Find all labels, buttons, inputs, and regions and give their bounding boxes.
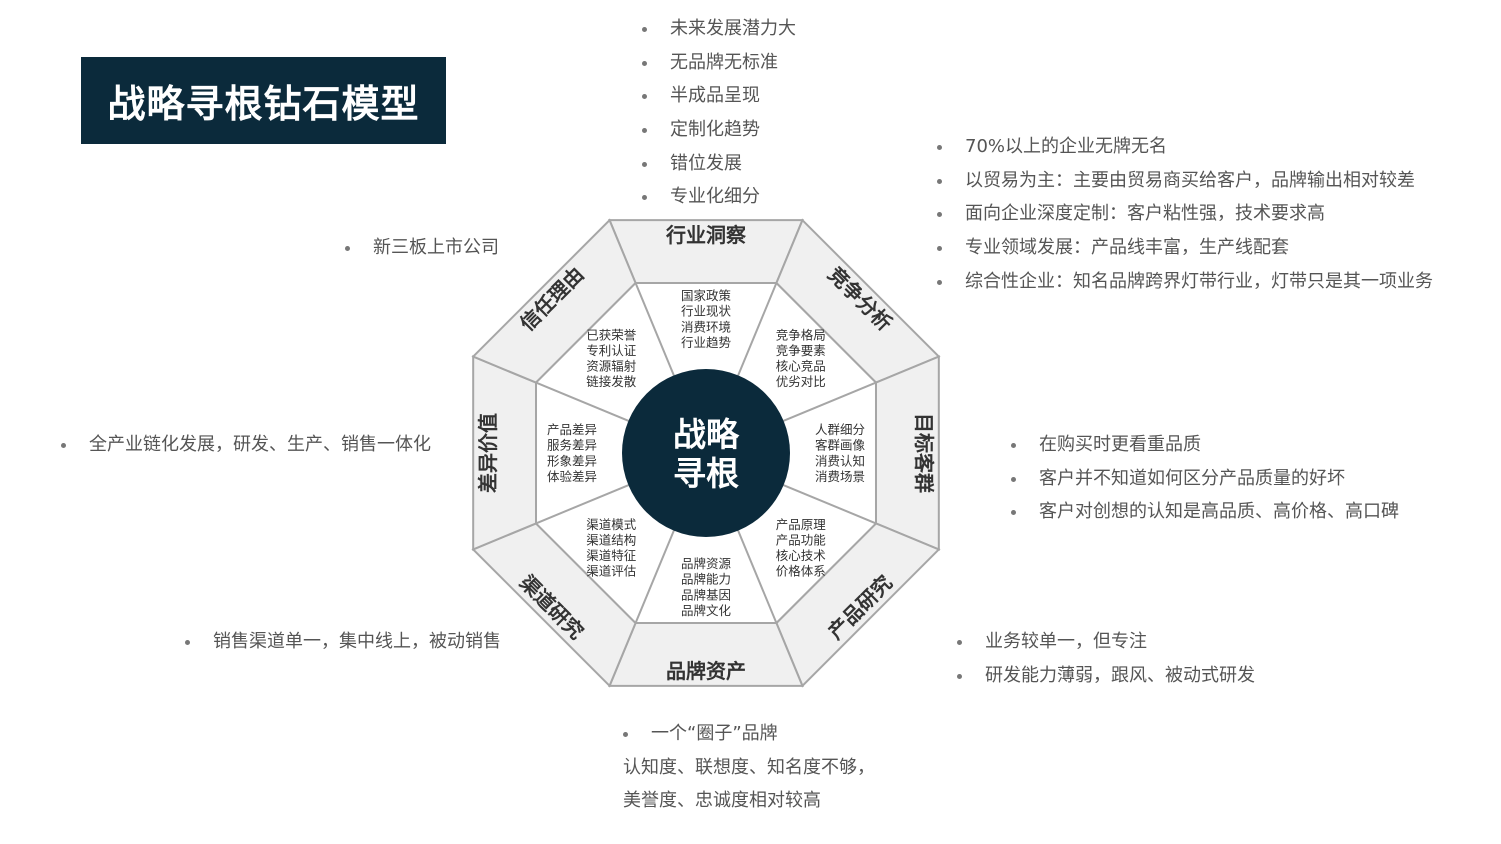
note-item: 在购买时更看重品质 bbox=[1011, 428, 1399, 462]
note-item: 定制化趋势 bbox=[642, 113, 796, 147]
spoke-line bbox=[634, 530, 675, 624]
product-notes: 业务较单一，但专注 研发能力薄弱，跟风、被动式研发 bbox=[957, 625, 1255, 692]
segment-item: 国家政策 bbox=[681, 288, 732, 303]
segment-item: 渠道模式 bbox=[586, 517, 637, 532]
segment-item: 竞争要素 bbox=[776, 343, 826, 358]
segment-item: 渠道特征 bbox=[586, 548, 637, 563]
segment-item: 服务差异 bbox=[547, 438, 597, 453]
segment-item: 品牌文化 bbox=[681, 603, 732, 618]
page-title: 战略寻根钻石模型 bbox=[81, 57, 446, 144]
note-item: 未来发展潜力大 bbox=[642, 12, 796, 46]
note-item: 新三板上市公司 bbox=[345, 231, 499, 265]
difference-notes: 全产业链化发展，研发、生产、销售一体化 bbox=[61, 428, 431, 462]
spoke-line bbox=[783, 381, 877, 422]
note-line: 美誉度、忠诚度相对较高 bbox=[623, 790, 821, 812]
note-item: 错位发展 bbox=[642, 147, 796, 181]
note-item: 业务较单一，但专注 bbox=[957, 625, 1255, 659]
note-item: 半成品呈现 bbox=[642, 79, 796, 113]
note-item: 专业化细分 bbox=[642, 180, 796, 214]
segment-item: 品牌资源 bbox=[681, 556, 732, 571]
segment-item: 产品功能 bbox=[776, 532, 827, 547]
segment-item: 消费认知 bbox=[815, 453, 865, 468]
segment-item: 消费场景 bbox=[815, 469, 865, 484]
note-item: 客户并不知道如何区分产品质量的好坏 bbox=[1011, 462, 1399, 496]
segment-label-brand: 品牌资产 bbox=[666, 659, 746, 683]
spoke-line bbox=[634, 282, 675, 376]
note-line: 认知度、联想度、知名度不够， bbox=[623, 756, 875, 778]
segment-label-customer: 目标客群 bbox=[912, 413, 936, 493]
trust-notes: 新三板上市公司 bbox=[345, 231, 499, 265]
note-item: 研发能力薄弱，跟风、被动式研发 bbox=[957, 659, 1255, 693]
center-hub bbox=[622, 369, 790, 537]
note-item: 无品牌无标准 bbox=[642, 46, 796, 80]
segment-item: 品牌基因 bbox=[681, 587, 731, 602]
spoke-line bbox=[737, 530, 778, 624]
segment-item: 行业趋势 bbox=[681, 335, 732, 350]
competition-notes: 70%以上的企业无牌无名 以贸易为主：主要由贸易商买给客户，品牌输出相对较差 面… bbox=[937, 130, 1433, 298]
note-item: 全产业链化发展，研发、生产、销售一体化 bbox=[61, 428, 431, 462]
segment-item: 链接发散 bbox=[586, 374, 637, 389]
segment-item: 资源辐射 bbox=[586, 359, 636, 374]
segment-item: 产品原理 bbox=[776, 517, 827, 532]
customer-notes: 在购买时更看重品质 客户并不知道如何区分产品质量的好坏 客户对创想的认知是高品质… bbox=[1011, 428, 1399, 529]
segment-item: 行业现状 bbox=[681, 304, 732, 319]
industry-notes: 未来发展潜力大 无品牌无标准 半成品呈现 定制化趋势 错位发展 专业化细分 bbox=[642, 12, 796, 214]
segment-item: 品牌能力 bbox=[681, 572, 731, 587]
segment-item: 核心技术 bbox=[776, 548, 827, 563]
note-item: 专业领域发展：产品线丰富，生产线配套 bbox=[937, 231, 1433, 265]
segment-item: 体验差异 bbox=[547, 469, 597, 484]
segment-item: 价格体系 bbox=[776, 564, 826, 579]
segment-item: 核心竞品 bbox=[776, 359, 826, 374]
note-item: 综合性企业：知名品牌跨界灯带行业，灯带只是其一项业务 bbox=[937, 265, 1433, 299]
spoke-line bbox=[535, 484, 629, 525]
note-item: 客户对创想的认知是高品质、高价格、高口碑 bbox=[1011, 495, 1399, 529]
note-item: 70%以上的企业无牌无名 bbox=[937, 130, 1433, 164]
spoke-line bbox=[783, 484, 877, 525]
segment-item: 客群画像 bbox=[815, 438, 866, 453]
segment-item: 专利认证 bbox=[586, 343, 637, 358]
note-item: 面向企业深度定制：客户粘性强，技术要求高 bbox=[937, 197, 1433, 231]
center-label: 寻根 bbox=[673, 454, 739, 493]
brand-notes: 一个“圈子”品牌 认知度、联想度、知名度不够， 美誉度、忠诚度相对较高 bbox=[623, 717, 875, 818]
segment-item: 消费环境 bbox=[681, 319, 731, 334]
segment-item: 渠道评估 bbox=[586, 564, 636, 579]
note-item: 以贸易为主：主要由贸易商买给客户，品牌输出相对较差 bbox=[937, 164, 1433, 198]
segment-item: 竞争格局 bbox=[776, 327, 826, 342]
segment-item: 人群细分 bbox=[815, 422, 865, 437]
channel-notes: 销售渠道单一，集中线上，被动销售 bbox=[185, 625, 501, 659]
note-item: 销售渠道单一，集中线上，被动销售 bbox=[185, 625, 501, 659]
spoke-line bbox=[535, 381, 629, 422]
segment-item: 产品差异 bbox=[547, 422, 597, 437]
center-label: 战略 bbox=[673, 415, 740, 454]
note-item: 一个“圈子”品牌 bbox=[623, 717, 875, 751]
segment-item: 形象差异 bbox=[547, 453, 597, 468]
segment-label-difference: 差异价值 bbox=[476, 413, 500, 493]
spoke-line bbox=[737, 282, 778, 376]
segment-item: 渠道结构 bbox=[586, 532, 636, 547]
segment-label-industry: 行业洞察 bbox=[665, 223, 747, 247]
segment-item: 已获荣誉 bbox=[586, 327, 637, 342]
segment-item: 优劣对比 bbox=[776, 374, 826, 389]
